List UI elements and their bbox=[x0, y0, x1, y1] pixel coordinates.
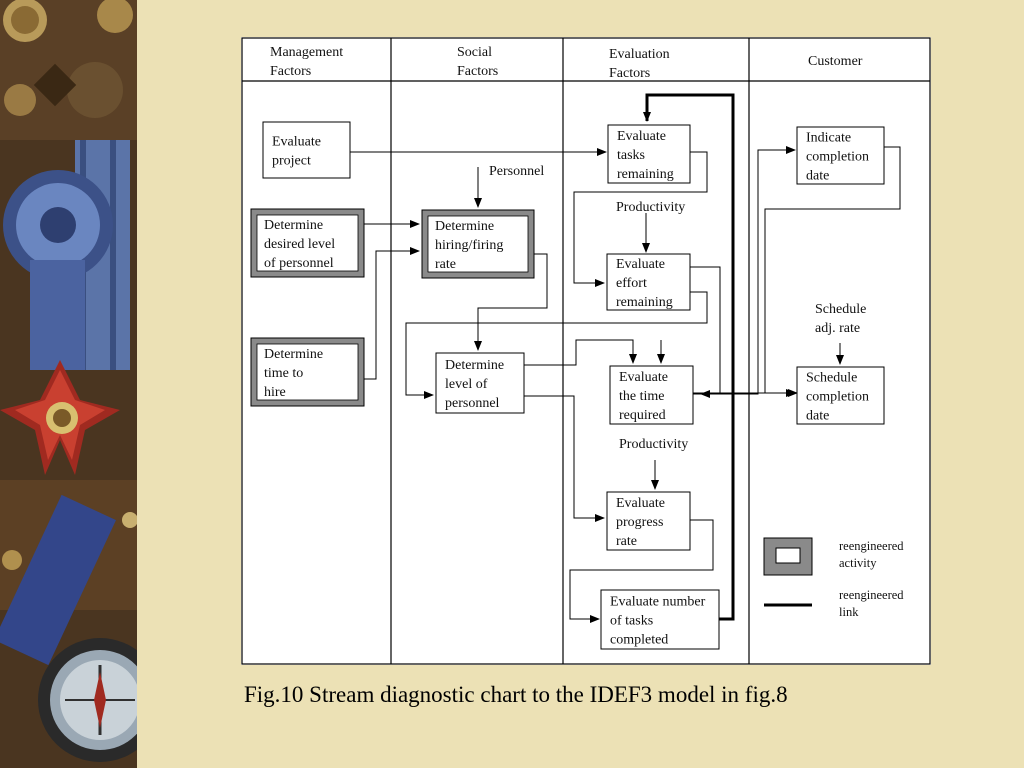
link-effort-to-time-required-b bbox=[405, 291, 708, 399]
label-personnel: Personnel bbox=[489, 164, 544, 179]
connector-links bbox=[350, 146, 901, 623]
link-tasks-remaining-to-effort bbox=[573, 151, 708, 287]
link-progress-to-tasks-completed bbox=[569, 519, 714, 623]
label-productivity-bottom: Productivity bbox=[619, 437, 688, 452]
column-header-customer: Customer bbox=[808, 54, 863, 69]
link-time-required-to-indicate bbox=[693, 146, 796, 395]
link-level-to-progress-rate bbox=[524, 395, 605, 522]
link-effort-to-time-required-a bbox=[690, 266, 721, 398]
link-hiring-rate-to-level bbox=[474, 253, 548, 351]
label-productivity-top: Productivity bbox=[616, 200, 685, 215]
reengineered-feedback-link bbox=[643, 93, 735, 621]
link-indicate-to-schedule bbox=[764, 146, 901, 397]
decorative-medal-border bbox=[0, 0, 137, 768]
link-time-to-hire-to-hiring-rate bbox=[364, 247, 420, 380]
diagram-grid bbox=[241, 37, 931, 665]
figure-caption: Fig.10 Stream diagnostic chart to the ID… bbox=[244, 682, 788, 707]
link-level-to-time-required bbox=[524, 339, 637, 366]
